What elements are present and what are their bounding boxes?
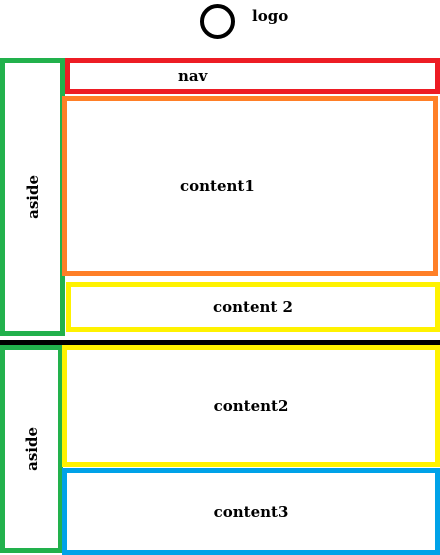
content2-label: content2 (213, 397, 289, 415)
logo-label: logo (252, 7, 289, 25)
section-divider (0, 340, 440, 345)
content3-label: content3 (213, 502, 289, 521)
nav-label: nav (178, 67, 208, 85)
content1-box: content1 (62, 96, 438, 276)
bottom-aside-box: aside (0, 345, 63, 553)
top-aside-box: aside (0, 58, 65, 336)
content-2-label: content 2 (212, 298, 293, 316)
bottom-aside-label: aside (22, 427, 41, 471)
content3-box: content3 (62, 468, 440, 555)
content2-box: content2 (62, 345, 440, 467)
top-aside-label: aside (23, 175, 42, 219)
content1-label: content1 (180, 177, 255, 195)
logo-circle-icon (200, 4, 235, 39)
nav-box: nav (65, 58, 440, 94)
content-2-box: content 2 (66, 282, 440, 332)
